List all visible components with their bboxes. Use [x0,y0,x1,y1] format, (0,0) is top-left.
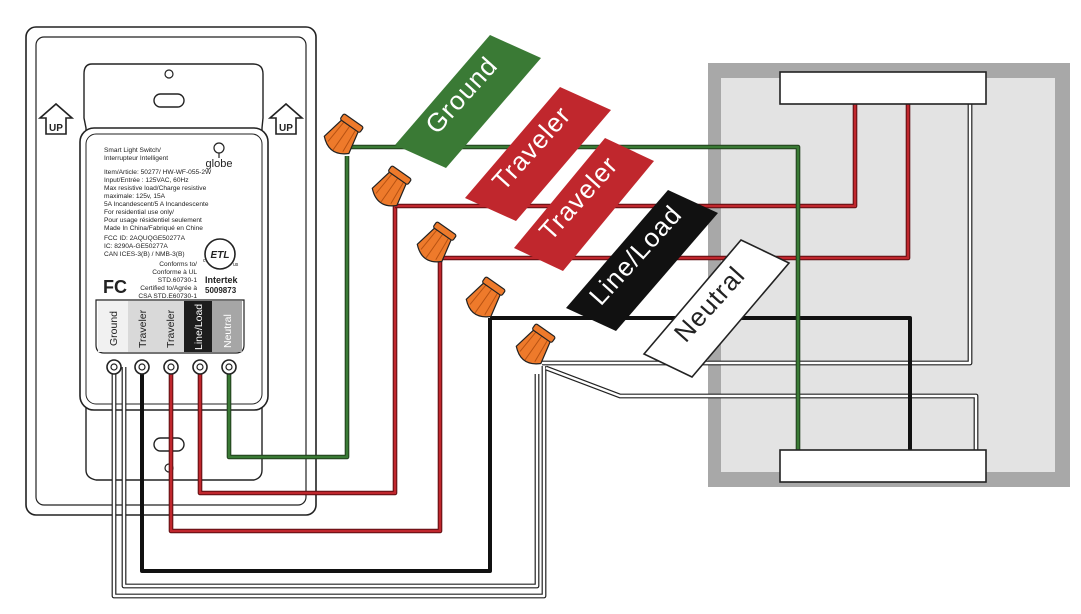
label-conforms-line: Conforme à UL [152,269,197,276]
label-spec-line: Max resistive load/Charge resistive [104,185,207,192]
label-spec-line: For residential use only/ [104,209,174,216]
terminal-label-line-load: Line/Load [193,304,205,350]
terminal-label-ground: Ground [108,311,120,346]
etl-c-mark: c [203,258,206,264]
traveler-2-wires [168,104,911,534]
label-title-1: Smart Light Switch/ [104,147,161,154]
etl-us-mark: us [233,262,239,268]
globe-logo-icon [213,142,225,158]
fcc-logo: FC [103,277,127,297]
etl-mark: ETL [211,250,230,261]
terminal-screws [106,359,237,375]
label-conforms-line: STD.60730-1 [158,277,198,284]
wire-nut-traveler-2-icon [416,221,457,263]
up-label-right: UP [279,123,293,134]
traveler-1-wires [197,104,858,496]
terminal-label-panel [95,299,245,354]
intertek-number: 5009873 [205,286,237,295]
fixture-bar-top [779,71,987,105]
terminal-label-traveler-1: Traveler [137,309,149,348]
line-load-wires [140,316,912,573]
label-spec-line: Input/Entrée : 125VAC, 60Hz [104,177,189,184]
label-spec-line: Item/Article: 50277/ HW-WF-055-2W [104,169,212,176]
wire-nut-neutral-icon [515,323,556,365]
terminal-screw-traveler-1 [134,359,150,375]
label-conforms-line: CSA STD.E60730-1 [138,293,197,300]
junction-box [708,63,1070,487]
label-spec-line: maximale: 125v, 15A [104,193,166,200]
ground-wires [226,144,801,460]
wire-nut-line-load-icon [465,276,506,318]
label-id-line: CAN ICES-3(B) / NMB-3(B) [104,251,185,258]
label-spec-line: Made In China/Fabriqué en Chine [104,225,203,232]
product-label: Smart Light Switch/ Interrupteur Intelli… [103,142,239,300]
wire-nut-traveler-1-icon [371,165,412,207]
fixture-bar-bottom [779,449,987,483]
up-arrow-right-icon: UP [267,102,305,135]
etl-listed-logo: ETL c us [203,238,239,270]
label-conforms-line: Certified to/Agrée à [140,285,197,292]
label-title-2: Interrupteur Intelligent [104,155,168,162]
wire-nut-ground-icon [323,113,364,155]
terminal-screw-ground [106,359,122,375]
terminal-screw-neutral [221,359,237,375]
terminal-screw-line-load [192,359,208,375]
label-id-line: IC: 8290A-GE50277A [104,243,168,250]
label-spec-line: Pour usage résidentiel seulement [104,217,202,224]
terminal-label-traveler-2: Traveler [165,309,177,348]
label-spec-line: 5A Incandescent/5 A Incandescente [104,201,209,208]
up-arrow-left-icon: UP [37,102,75,135]
brand-name: globe [206,158,233,170]
label-conforms-line: Conforms to/ [159,261,197,268]
terminal-screw-traveler-2 [163,359,179,375]
label-id-line: FCC ID: 2AQUQGE50277A [104,235,186,242]
up-label-left: UP [49,123,63,134]
intertek-name: Intertek [205,275,239,285]
terminal-label-neutral: Neutral [222,314,234,348]
